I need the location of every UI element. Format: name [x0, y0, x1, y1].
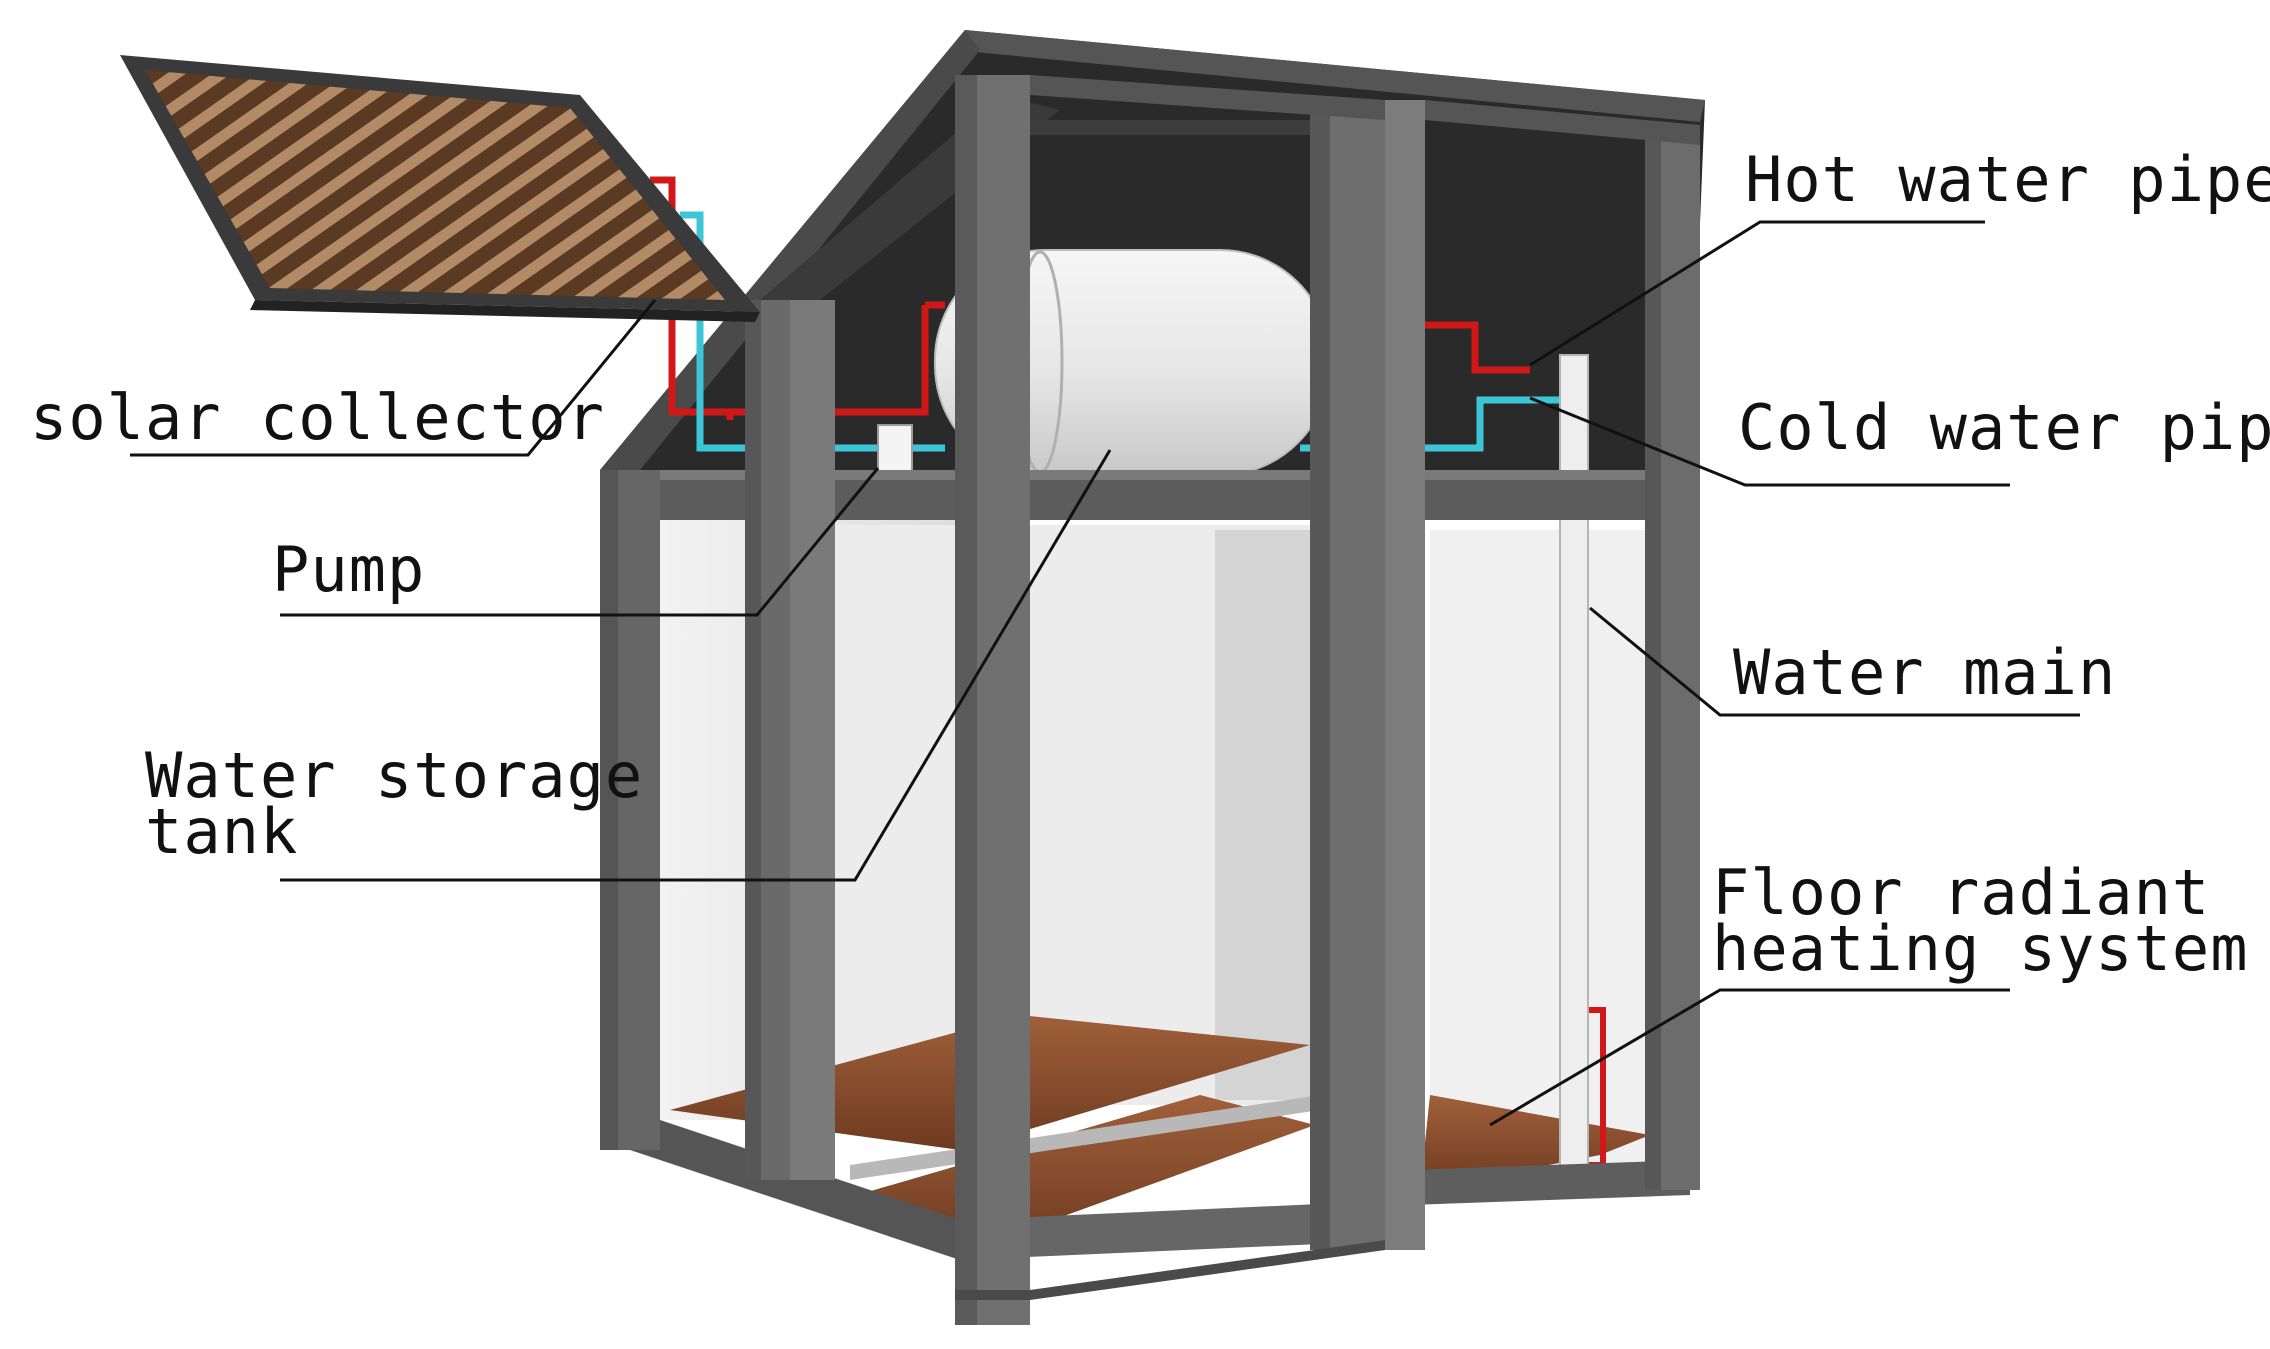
label-floor-line2: heating system — [1712, 912, 2249, 985]
leader-pump — [280, 467, 880, 617]
leader-water-main — [1589, 606, 2080, 717]
leader-lines — [130, 220, 2080, 1127]
leader-tank — [280, 449, 1112, 882]
frame — [600, 75, 1700, 1325]
solar-collector — [120, 55, 760, 322]
leader-hot-pipe — [1529, 220, 1985, 367]
label-pump: Pump — [272, 533, 426, 606]
label-floor-radiant-heating: Floor radiant heating system — [1712, 856, 2249, 985]
label-cold-water-pipe: Cold water pipe — [1738, 391, 2270, 464]
label-tank-line2: tank — [145, 795, 299, 868]
label-water-storage-tank: Water storage tank — [145, 739, 644, 868]
label-hot-water-pipe: Hot water pipe — [1745, 143, 2270, 216]
leader-solar-collector — [130, 299, 657, 457]
pump — [877, 424, 913, 476]
leader-cold-pipe — [1529, 396, 2010, 487]
label-water-main: Water main — [1733, 636, 2117, 709]
label-tank-line1: Water storage — [145, 739, 644, 812]
label-solar-collector: solar collector — [30, 381, 605, 454]
label-floor-line1: Floor radiant — [1712, 856, 2211, 929]
leader-floor — [1489, 988, 2010, 1127]
